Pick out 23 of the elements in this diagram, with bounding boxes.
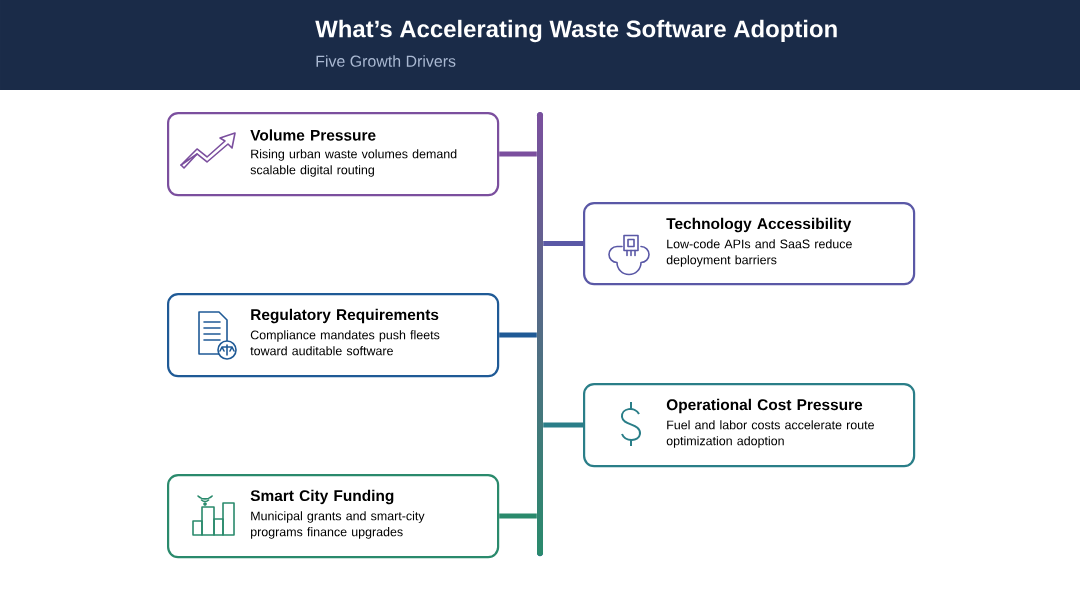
card-title: Operational Cost Pressure: [666, 398, 863, 414]
title: What’s Accelerating Waste Software Adoption: [315, 19, 837, 43]
connector-line: [543, 422, 583, 428]
card-title: Technology Accessibility: [666, 217, 852, 233]
driver-card: [167, 474, 500, 559]
timeline-spine: [537, 112, 543, 557]
connector-line: [499, 151, 537, 157]
driver-card: [583, 202, 916, 286]
card-text: Compliance mandates push fleets toward auditable software: [250, 330, 440, 356]
card-title: Smart City Funding: [250, 489, 394, 505]
driver-card: [167, 293, 500, 378]
driver-card: [167, 112, 500, 197]
driver-card: [583, 383, 916, 468]
card-title: Regulatory Requirements: [251, 308, 439, 324]
card-text: Rising urban waste volumes demand scalable digital routing: [250, 149, 457, 177]
connector-line: [499, 513, 537, 519]
connector-line: [499, 332, 537, 338]
subtitle: Five Growth Drivers: [316, 55, 456, 67]
card-text: Fuel and labor costs accelerate route optimization adoption: [666, 420, 874, 448]
card-title: Volume Pressure: [250, 129, 376, 141]
card-text: Municipal grants and smart-city programs finance upgrades: [251, 511, 425, 539]
card-text: Low-code APIs and SaaS reduce deployment barriers: [666, 239, 852, 267]
connector-line: [543, 241, 583, 247]
